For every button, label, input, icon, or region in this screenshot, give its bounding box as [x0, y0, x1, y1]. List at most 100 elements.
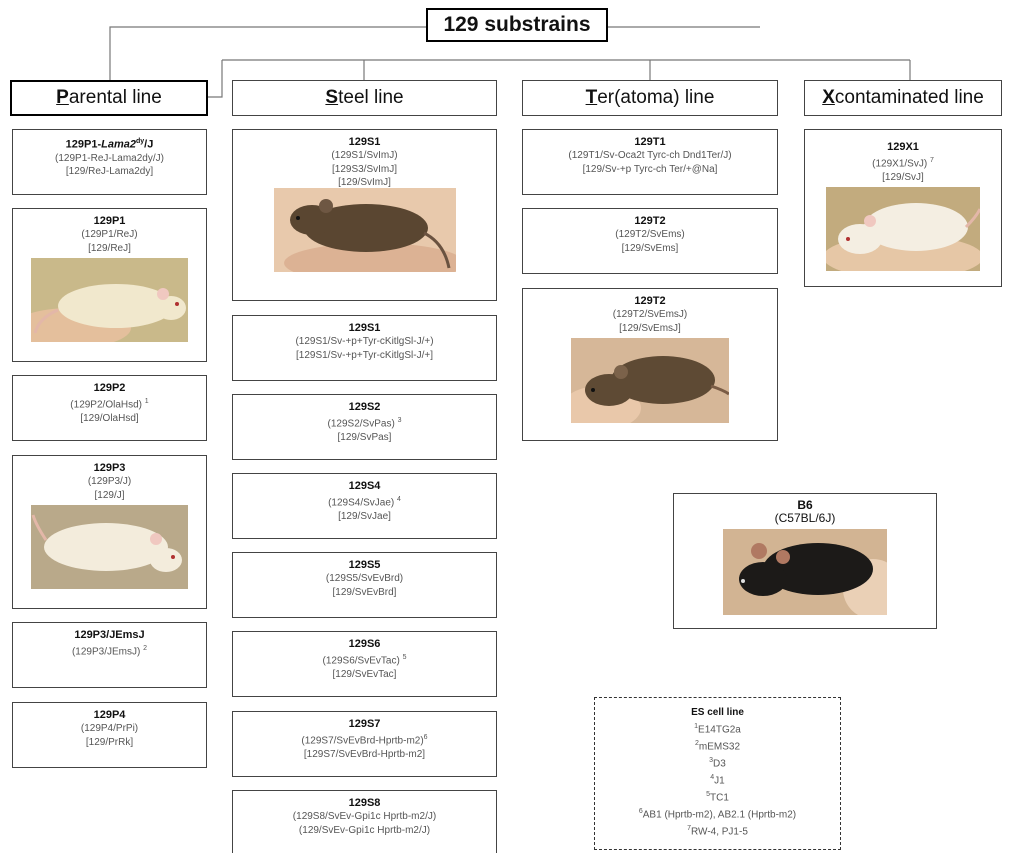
strain-line-2: [129S1/Sv-+p+Tyr-cKitlgSl-J/+] [295, 349, 433, 361]
header-label: er(atoma) line [597, 87, 715, 108]
strain-line-2: [129/J] [94, 489, 125, 501]
strain-card-129p3: 129P3 (129P3/J) [129/J] [12, 455, 207, 609]
strain-name: 129S1 [348, 322, 381, 334]
header-initial: T [585, 87, 598, 108]
strain-name: 129S5 [348, 559, 381, 571]
strain-line-1: (129S6/SvEvTac) 5 [322, 654, 407, 667]
strain-card-129p2: 129P2 (129P2/OlaHsd) 1 [129/OlaHsd] [12, 375, 207, 441]
strain-line-1: (129P3/JEmsJ) 2 [71, 645, 148, 658]
es-item: 6AB1 (Hprtb-m2), AB2.1 (Hprtb-m2) [638, 807, 797, 820]
es-item: 1E14TG2a [694, 723, 741, 736]
strain-card-b6: B6 (C57BL/6J) [673, 493, 937, 629]
strain-line-1: (129X1/SvJ) 7 [872, 157, 934, 170]
strain-name: 129P1-Lama2dy/J [65, 138, 154, 151]
es-item: 5TC1 [706, 790, 729, 804]
es-item: 3D3 [709, 756, 726, 770]
strain-name: 129T2 [634, 215, 666, 227]
strain-name: 129S8 [348, 797, 381, 809]
strain-name: 129T2 [634, 295, 666, 307]
strain-line-1: (129S4/SvJae) 4 [328, 496, 401, 509]
mouse-photo-albino [826, 187, 980, 272]
header-x-contaminated-line: X contaminated line [804, 80, 1002, 116]
mouse-photo-agouti [571, 338, 729, 423]
connector-to-parental-side [208, 60, 223, 98]
strain-card-129s2: 129S2 (129S2/SvPas) 3 [129/SvPas] [232, 394, 497, 460]
es-item: 2mEMS32 [694, 739, 741, 753]
strain-name: 129S4 [348, 480, 381, 492]
strain-card-129s8: 129S8 (129S8/SvEv-Gpi1c Hprtb-m2/J) (129… [232, 790, 497, 853]
strain-line-1: (129S2/SvPas) 3 [327, 417, 402, 430]
strain-name: 129S1 [348, 136, 381, 148]
strain-name: 129S2 [348, 401, 381, 413]
strain-line-1: (129S1/SvImJ) [331, 150, 398, 161]
strain-card-129s6: 129S6 (129S6/SvEvTac) 5 [129/SvEvTac] [232, 631, 497, 697]
strain-line-1: (129S8/SvEv-Gpi1c Hprtb-m2/J) [292, 811, 437, 822]
strain-name: 129S7 [348, 718, 381, 730]
strain-line-3: [129/SvImJ] [338, 177, 391, 188]
header-label: teel line [338, 87, 404, 108]
strain-card-129t1: 129T1 (129T1/Sv-Oca2t Tyrc-ch Dnd1Ter/J)… [522, 129, 778, 195]
strain-name: 129X1 [887, 141, 919, 153]
strain-name: 129P4 [93, 709, 126, 721]
strain-line-1: (129T1/Sv-Oca2t Tyrc-ch Dnd1Ter/J) [568, 150, 732, 161]
strain-card-129t2-svems: 129T2 (129T2/SvEms) [129/SvEms] [522, 208, 778, 274]
mouse-photo-albino [31, 505, 188, 589]
strain-line-2: [129/ReJ-Lama2dy] [65, 166, 154, 178]
strain-line-1: (129P1-ReJ-Lama2dy/J) [55, 152, 164, 164]
mouse-photo-agouti [273, 187, 456, 272]
es-item: 4J1 [710, 773, 725, 787]
es-title: ES cell line [691, 707, 744, 718]
strain-line-1: (129P3/J) [87, 476, 132, 487]
strain-card-129s1: 129S1 (129S1/SvImJ) [129S3/SvImJ] [129/S… [232, 129, 497, 301]
strain-card-129x1: 129X1 (129X1/SvJ) 7 [129/SvJ] [804, 129, 1002, 287]
connector-to-parental [109, 26, 426, 80]
strain-line-1: (129P1/ReJ) [81, 229, 138, 240]
strain-line-2: [129/SvEms] [621, 242, 679, 254]
strain-name: 129P2 [93, 382, 126, 394]
header-initial: P [56, 87, 69, 108]
strain-card-129p1: 129P1 (129P1/ReJ) [129/ReJ] [12, 208, 207, 362]
strain-line-1: (129P4/PrPi) [80, 723, 139, 734]
es-cell-line-box: ES cell line 1E14TG2a 2mEMS32 3D3 4J1 5T… [594, 697, 841, 850]
strain-card-129p1-lama2: 129P1-Lama2dy/J (129P1-ReJ-Lama2dy/J) [1… [12, 129, 207, 195]
header-initial: X [822, 87, 835, 108]
strain-line-1: (129S7/SvEvBrd-Hprtb-m2)6 [301, 734, 428, 747]
strain-card-129s7: 129S7 (129S7/SvEvBrd-Hprtb-m2)6 [129S7/S… [232, 711, 497, 777]
strain-line-2: [129/ReJ] [88, 242, 131, 254]
mouse-photo-albino [31, 258, 188, 342]
strain-line-2: [129/SvJae] [338, 510, 391, 522]
strain-card-129t2-svemsj: 129T2 (129T2/SvEmsJ) [129/SvEmsJ] [522, 288, 778, 441]
strain-line-1: (129S1/Sv-+p+Tyr-cKitlgSl-J/+) [295, 336, 434, 347]
strain-line-2: [129/SvJ] [882, 171, 924, 183]
strain-name: 129S6 [348, 638, 381, 650]
diagram-title: 129 substrains [426, 8, 608, 42]
strain-name: 129T1 [634, 136, 666, 148]
strain-line-2: [129/SvPas] [337, 431, 392, 443]
strain-line-2: [129S3/SvImJ] [331, 163, 398, 175]
mouse-photo-black [723, 528, 887, 615]
strain-line-1: (129T2/SvEmsJ) [612, 309, 688, 320]
strain-line-2: [129/SvEmsJ] [619, 322, 681, 334]
strain-line-2: [129/OlaHsd] [80, 412, 139, 424]
strain-name: 129P1 [93, 215, 126, 227]
strain-name: 129P3 [93, 462, 126, 474]
strain-line-1: (129P2/OlaHsd) 1 [70, 398, 149, 411]
strain-card-129s5: 129S5 (129S5/SvEvBrd) [129/SvEvBrd] [232, 552, 497, 618]
strain-card-129s4: 129S4 (129S4/SvJae) 4 [129/SvJae] [232, 473, 497, 539]
strain-name: 129P3/JEmsJ [74, 629, 145, 641]
header-label: contaminated line [834, 87, 984, 108]
strain-line-2: (129/SvEv-Gpi1c Hprtb-m2/J) [298, 824, 431, 836]
strain-card-129p3-jemsj: 129P3/JEmsJ (129P3/JEmsJ) 2 [12, 622, 207, 688]
strain-line-2: [129/SvEvBrd] [332, 586, 397, 598]
strain-line-2: [129/SvEvTac] [332, 668, 397, 680]
strain-line-1: (129T2/SvEms) [615, 229, 685, 240]
strain-name: B6 [797, 498, 813, 512]
es-item: 7RW-4, PJ1-5 [687, 824, 748, 837]
strain-card-129p4: 129P4 (129P4/PrPi) [129/PrRk] [12, 702, 207, 768]
strain-line-2: [129/PrRk] [85, 736, 134, 748]
header-initial: S [325, 87, 339, 108]
strain-line-1: (C57BL/6J) [774, 511, 836, 525]
